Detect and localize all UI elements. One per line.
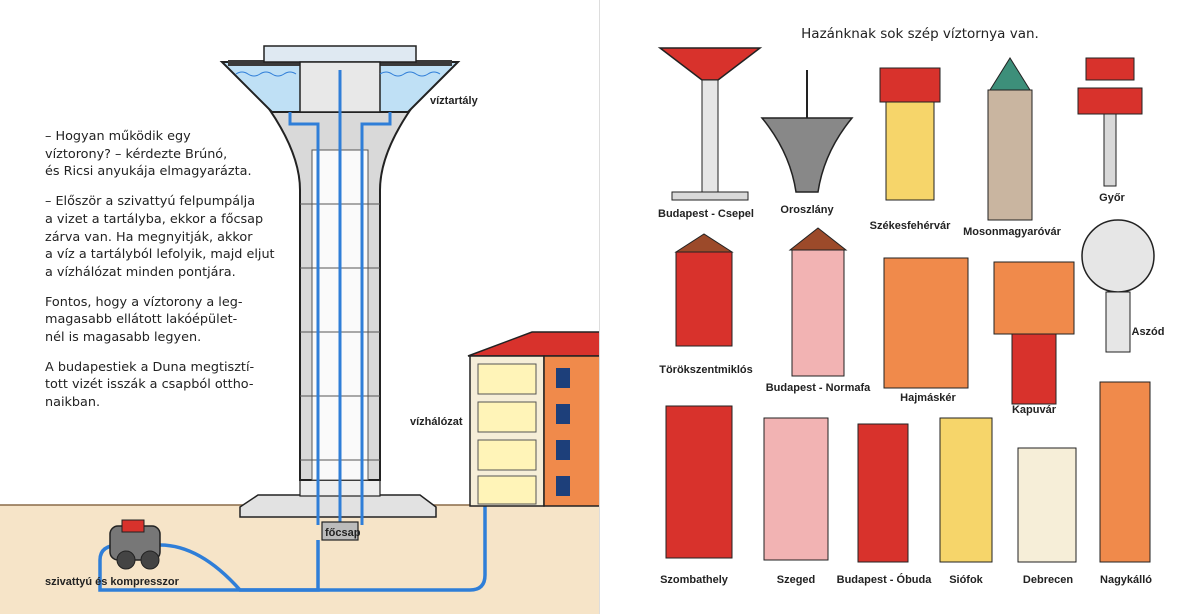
story-text: – Hogyan működik egy víztorony? – kérdez…: [45, 128, 285, 424]
water-tower-diagram: víztartály vízhálózat főcsap szivattyú é…: [0, 45, 600, 614]
tower-illustration-aszod: [1081, 219, 1155, 353]
tower-caption: Győr: [1099, 192, 1125, 204]
page-heading: Hazánknak sok szép víztornya van.: [801, 26, 1039, 42]
tower-illustration-kapuvar: [993, 261, 1075, 405]
story-paragraph: – Hogyan működik egy víztorony? – kérdez…: [45, 129, 252, 180]
tower-caption: Kapuvár: [1011, 404, 1057, 416]
water-towers-illustration: [657, 47, 1155, 563]
label-pump: szivattyú és kompresszor: [45, 576, 180, 588]
tower-caption: Hajmáskér: [900, 392, 956, 404]
tower-illustration-siofok: [939, 417, 993, 563]
apartment-building: [467, 331, 600, 507]
tower-illustration-szeged: [763, 417, 829, 561]
tower-illustration-oroszlany: [760, 70, 854, 193]
tower-illustration-szekesfehervar: [879, 67, 941, 201]
label-valve: főcsap: [325, 527, 361, 539]
tower-illustration-obuda: [857, 423, 909, 563]
tower-caption: Budapest - Csepel: [658, 208, 754, 220]
right-page: Hazánknak sok szép víztornya van.: [600, 0, 1200, 614]
tower-illustration-normafa: [788, 227, 848, 377]
tower-caption: Budapest - Normafa: [765, 382, 871, 394]
label-tank: víztartály: [430, 95, 479, 107]
tower-caption: Törökszentmiklós: [659, 364, 753, 376]
tower-base: [239, 494, 437, 518]
tower-caption: Budapest - Óbuda: [836, 574, 932, 586]
tower-illustration-szombathely: [665, 405, 733, 559]
pump-compressor-icon: [109, 519, 161, 570]
distribution-pipe: [98, 398, 505, 592]
tower-caption: Siófok: [949, 574, 983, 586]
story-paragraph: A budapestiek a Duna megtisztí- tott viz…: [45, 359, 255, 411]
tower-illustration-nagykallo: [1099, 381, 1151, 563]
tower-illustration-gyor: [1077, 57, 1143, 187]
story-paragraph: Fontos, hogy a víztorony a leg- magasabb…: [45, 294, 243, 346]
tower-caption: Debrecen: [1022, 574, 1074, 586]
ground: [0, 505, 600, 614]
tower-caption: Székesfehérvár: [869, 220, 951, 232]
story-paragraph: – Először a szivattyú felpumpálja a vize…: [45, 194, 275, 280]
tower-illustration-mosonmagyarovar: [987, 57, 1033, 221]
tower-illustration-debrecen: [1017, 447, 1077, 563]
tower-pipes: [288, 112, 392, 525]
tower-caption: Szombathely: [660, 574, 728, 586]
tower-illustration-torokszentmiklos: [674, 233, 734, 347]
tower-caption: Oroszlány: [780, 204, 834, 216]
tower-caption: Aszód: [1131, 326, 1165, 338]
tower-illustration-csepel: [657, 47, 763, 201]
left-page: víztartály vízhálózat főcsap szivattyú é…: [0, 45, 600, 614]
tower-caption: Mosonmagyaróvár: [963, 226, 1061, 238]
tower-caption: Szeged: [776, 574, 816, 586]
tower-caption: Nagykálló: [1100, 574, 1152, 586]
tower-illustration-hajmasker: [883, 257, 969, 389]
main-valve: [321, 521, 359, 541]
label-network: vízhálózat: [410, 416, 463, 428]
